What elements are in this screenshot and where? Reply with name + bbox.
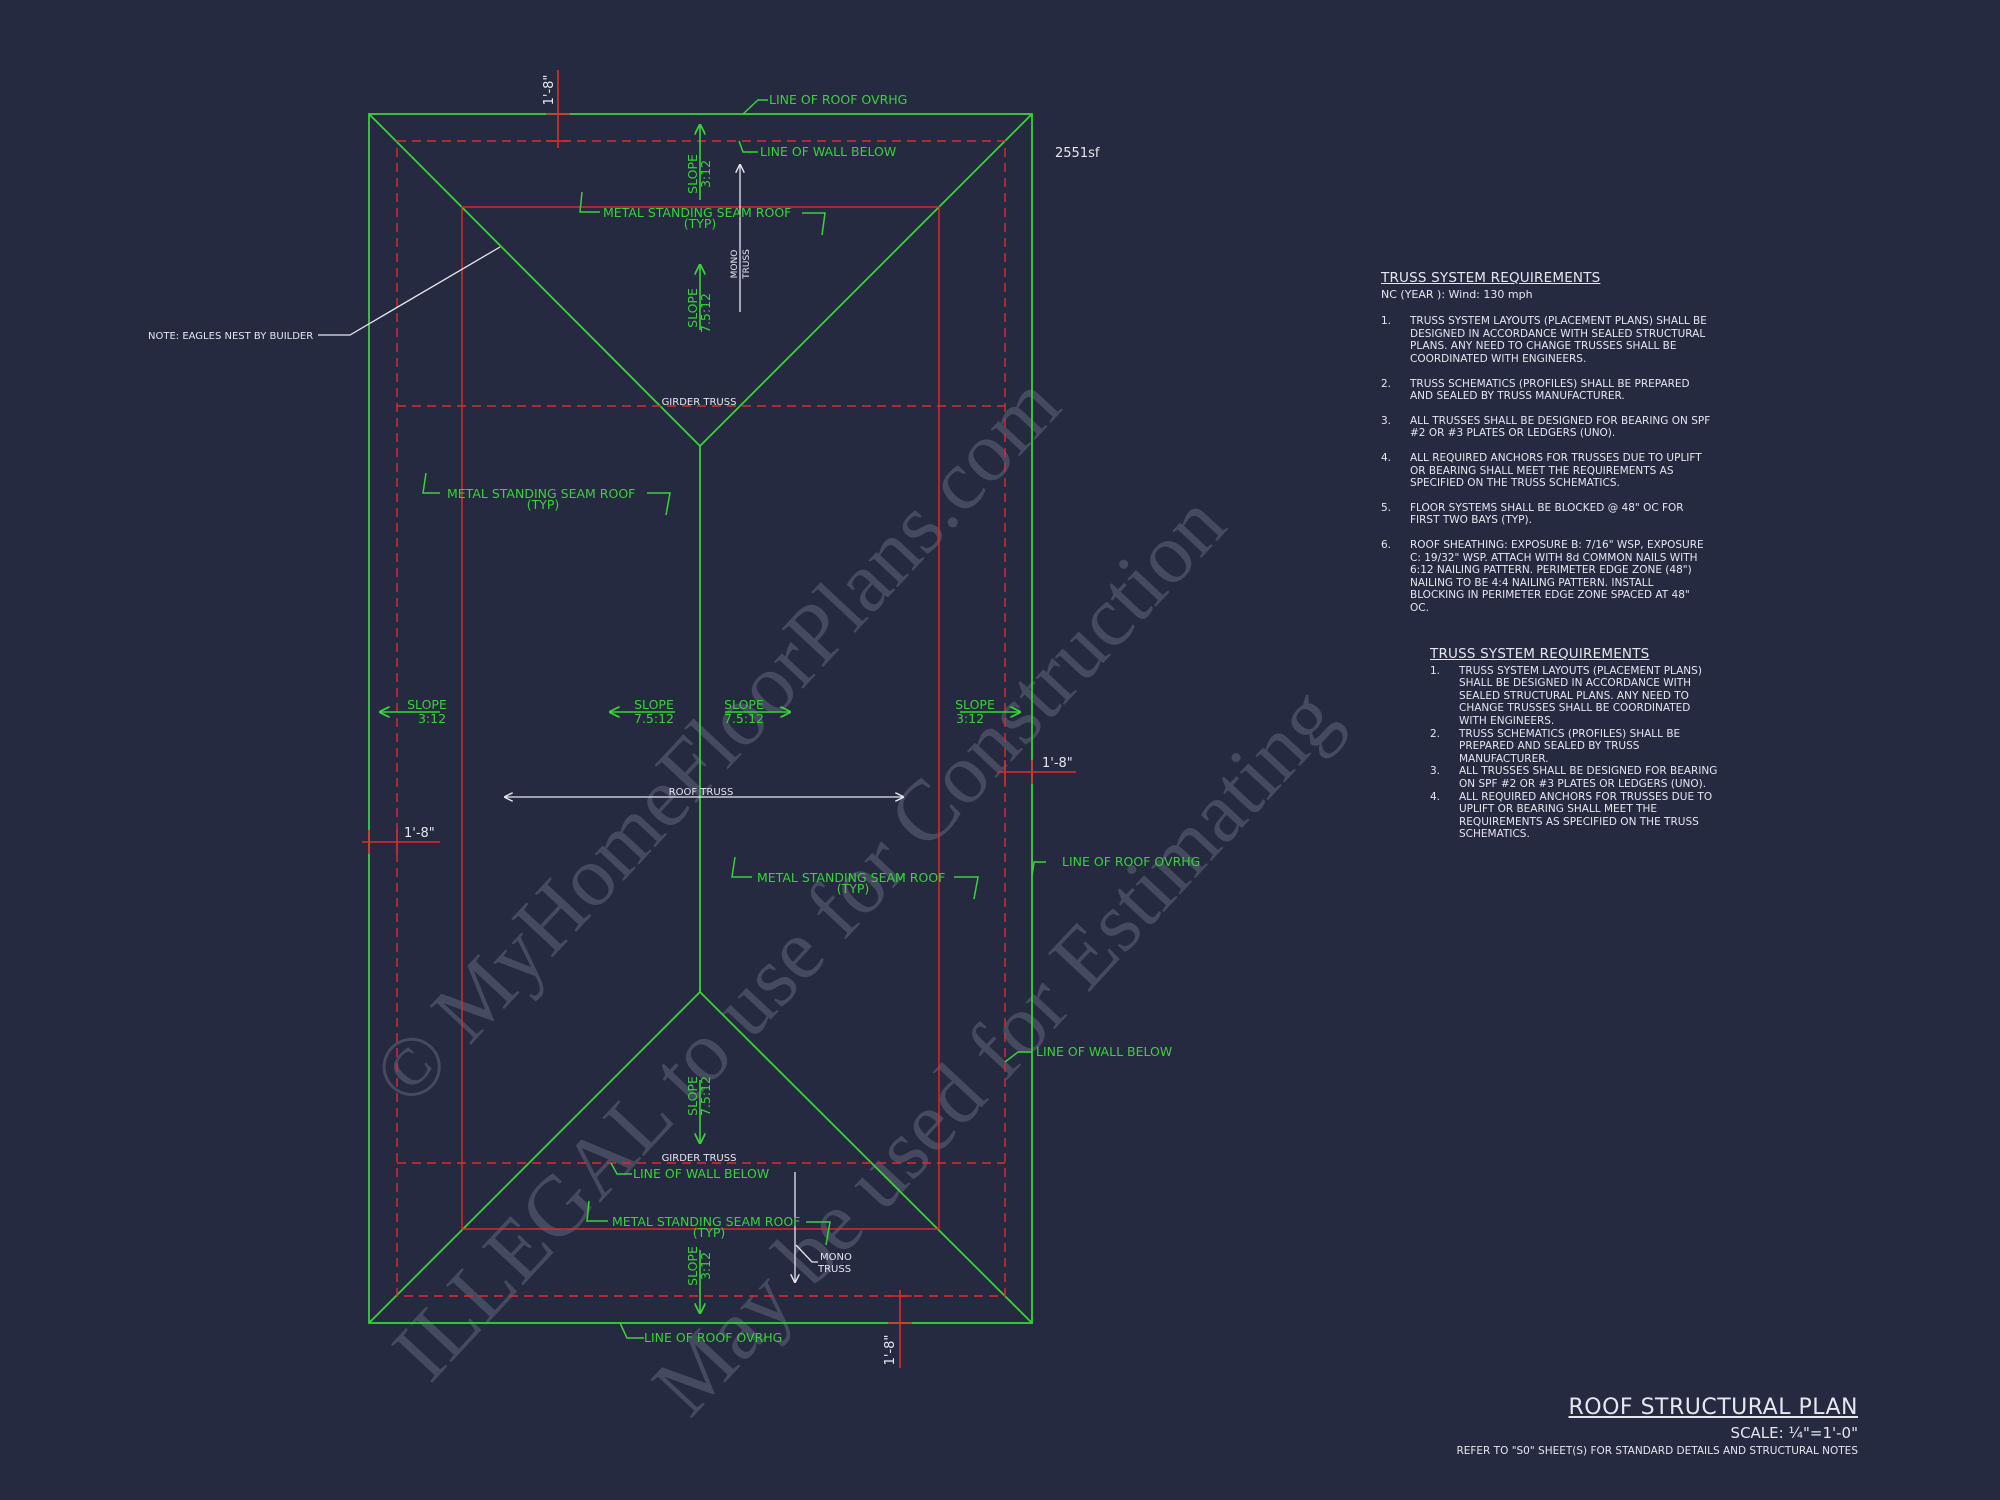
label-girder-truss-top: GIRDER TRUSS	[662, 397, 737, 408]
label-metal-roof-top: METAL STANDING SEAM ROOF	[603, 205, 791, 220]
notes-heading: TRUSS SYSTEM REQUIREMENTS	[1430, 646, 1650, 662]
label-metal-roof-left: METAL STANDING SEAM ROOF	[447, 486, 635, 501]
white-labels: GIRDER TRUSS GIRDER TRUSS ROOF TRUSS MON…	[148, 75, 1100, 1366]
white-lines	[318, 165, 903, 1282]
truss-requirements-primary: TRUSS SYSTEM REQUIREMENTS NC (YEAR ): Wi…	[1381, 270, 1711, 626]
dimension-ticks	[362, 70, 1076, 1368]
dim-1-8-top: 1'-8"	[542, 75, 557, 106]
label-area: 2551sf	[1055, 146, 1100, 161]
slope-left-inner-word: SLOPE	[634, 697, 674, 712]
wall-inner-solid	[461, 206, 940, 1230]
eagles-nest-leader	[318, 246, 501, 336]
slope-top-outer-word: SLOPE	[685, 154, 700, 194]
green-labels: LINE OF ROOF OVRHG LINE OF WALL BELOW LI…	[407, 92, 1200, 1345]
label-mono-top: MONO	[730, 250, 740, 279]
sheet-title: ROOF STRUCTURAL PLAN	[1568, 1395, 1858, 1420]
label-girder-truss-bottom: GIRDER TRUSS	[662, 1153, 737, 1164]
slope-bottom-inner-value: 7.5:12	[698, 1076, 713, 1116]
slope-right-outer-word: SLOPE	[955, 697, 995, 712]
label-typ-right: (TYP)	[837, 881, 870, 896]
label-typ-top: (TYP)	[684, 216, 717, 231]
note-item: 6.ROOF SHEATHING: EXPOSURE B: 7/16" WSP,…	[1381, 538, 1704, 614]
slope-right-inner-word: SLOPE	[724, 697, 764, 712]
label-truss-top: TRUSS	[742, 249, 752, 280]
notes-heading: TRUSS SYSTEM REQUIREMENTS	[1381, 270, 1601, 286]
slope-left-outer-value: 3:12	[418, 711, 446, 726]
label-metal-roof-bottom: METAL STANDING SEAM ROOF	[612, 1214, 800, 1229]
note-item: 2.TRUSS SCHEMATICS (PROFILES) SHALL BE P…	[1381, 377, 1690, 403]
slope-top-inner-word: SLOPE	[685, 288, 700, 328]
roof-outline	[368, 113, 1033, 1324]
note-item: 2.TRUSS SCHEMATICS (PROFILES) SHALL BE P…	[1430, 727, 1681, 765]
wall-below-dashed	[396, 140, 1006, 1297]
slope-bottom-inner-word: SLOPE	[685, 1076, 700, 1116]
note-item: 3.ALL TRUSSES SHALL BE DESIGNED FOR BEAR…	[1430, 765, 1718, 790]
label-roof-truss: ROOF TRUSS	[669, 787, 734, 798]
note-item: 4.ALL REQUIRED ANCHORS FOR TRUSSES DUE T…	[1381, 451, 1702, 490]
note-item: 1.TRUSS SYSTEM LAYOUTS (PLACEMENT PLANS)…	[1430, 664, 1702, 727]
green-leaders	[422, 99, 1046, 1339]
label-roof-ovrhg-top: LINE OF ROOF OVRHG	[769, 92, 907, 107]
sheet-reference: REFER TO "S0" SHEET(S) FOR STANDARD DETA…	[1456, 1445, 1858, 1457]
roof-overhang-rect	[368, 113, 1033, 1324]
slope-bottom-outer-word: SLOPE	[685, 1246, 700, 1286]
slope-left-inner-value: 7.5:12	[634, 711, 674, 726]
note-item: 1.TRUSS SYSTEM LAYOUTS (PLACEMENT PLANS)…	[1381, 315, 1707, 365]
hip-ridge-bottom	[368, 990, 1033, 1324]
label-truss-bottom: TRUSS	[817, 1264, 851, 1275]
slope-top-inner-value: 7.5:12	[698, 293, 713, 333]
truss-requirements-secondary: TRUSS SYSTEM REQUIREMENTS 1.TRUSS SYSTEM…	[1430, 646, 1720, 841]
label-typ-bottom: (TYP)	[693, 1225, 726, 1240]
label-wall-below-right: LINE OF WALL BELOW	[1036, 1044, 1172, 1059]
dim-1-8-left: 1'-8"	[404, 826, 435, 841]
label-roof-ovrhg-bottom: LINE OF ROOF OVRHG	[644, 1330, 782, 1345]
slope-right-inner-value: 7.5:12	[724, 711, 764, 726]
label-metal-roof-right: METAL STANDING SEAM ROOF	[757, 870, 945, 885]
sheet-scale: SCALE: ¼"=1'-0"	[1730, 1424, 1858, 1442]
wall-lines	[396, 140, 1006, 1297]
label-mono-bottom: MONO	[820, 1252, 852, 1263]
label-wall-below-top: LINE OF WALL BELOW	[760, 144, 896, 159]
slope-left-outer-word: SLOPE	[407, 697, 447, 712]
note-item: 3.ALL TRUSSES SHALL BE DESIGNED FOR BEAR…	[1381, 414, 1711, 440]
dim-1-8-right: 1'-8"	[1042, 756, 1073, 771]
label-typ-left: (TYP)	[527, 497, 560, 512]
slope-bottom-outer-value: 3:12	[698, 1252, 713, 1280]
dim-1-8-bottom: 1'-8"	[883, 1335, 898, 1366]
note-eagles-nest: NOTE: EAGLES NEST BY BUILDER	[148, 331, 313, 342]
note-item: 5.FLOOR SYSTEMS SHALL BE BLOCKED @ 48" O…	[1381, 501, 1684, 527]
slope-top-outer-value: 3:12	[698, 160, 713, 188]
label-wall-below-bottom: LINE OF WALL BELOW	[633, 1166, 769, 1181]
title-block: ROOF STRUCTURAL PLAN SCALE: ¼"=1'-0" REF…	[1456, 1395, 1858, 1457]
note-item: 4.ALL REQUIRED ANCHORS FOR TRUSSES DUE T…	[1430, 790, 1713, 841]
wind-spec: NC (YEAR ): Wind: 130 mph	[1381, 287, 1533, 301]
label-roof-ovrhg-right: LINE OF ROOF OVRHG	[1062, 854, 1200, 869]
slope-right-outer-value: 3:12	[956, 711, 984, 726]
slope-arrows	[380, 125, 1020, 1313]
mono-truss-leader-bottom	[795, 1244, 818, 1263]
